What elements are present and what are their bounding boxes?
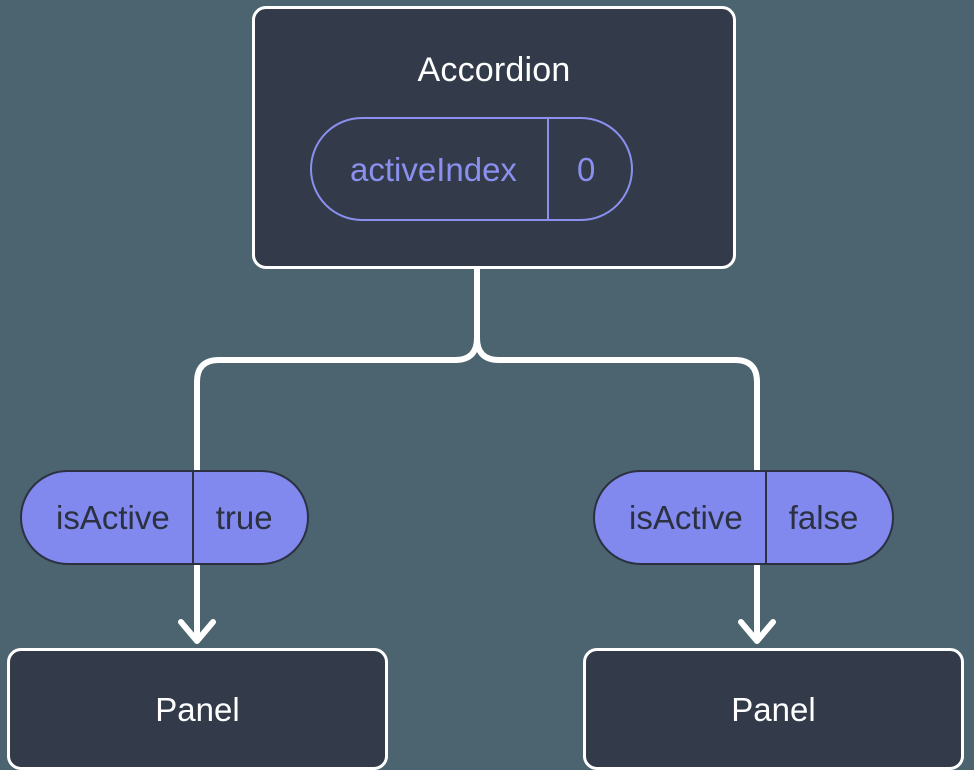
prop-pill-key: isActive [629, 499, 743, 536]
component-title-panel: Panel [155, 690, 240, 728]
state-pill-active-index[interactable]: activeIndex 0 [310, 117, 634, 221]
arrow-head-left [178, 619, 216, 644]
arrow-head-right [738, 619, 776, 644]
prop-pill-value: true [191, 472, 307, 563]
prop-pill-is-active-false[interactable]: isActive false [593, 470, 895, 565]
component-title-accordion: Accordion [417, 51, 571, 89]
component-box-panel-left[interactable]: Panel [7, 648, 388, 770]
fork-connector-left [194, 335, 480, 473]
component-title-panel: Panel [731, 690, 816, 728]
prop-pill-key: isActive [56, 499, 170, 536]
prop-pill-is-active-true[interactable]: isActive true [20, 470, 309, 565]
state-pill-key: activeIndex [350, 150, 517, 188]
component-box-panel-right[interactable]: Panel [583, 648, 964, 770]
prop-pill-value: false [764, 472, 893, 563]
state-pill-value: 0 [546, 119, 631, 219]
fork-connector-right [474, 335, 760, 473]
